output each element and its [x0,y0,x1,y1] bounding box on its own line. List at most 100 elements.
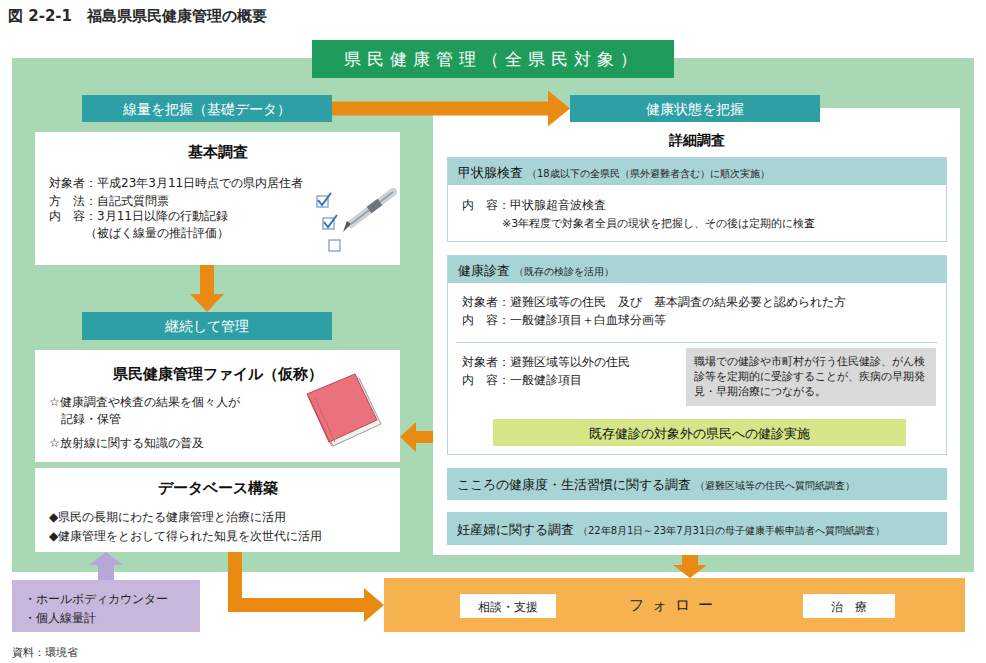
arrow-shaft [98,565,114,580]
box-heading: こころの健康度・生活習慣に関する調査 [457,477,691,492]
title-slot: 図 2-2-1 福島県県民健康管理の概要 [8,6,608,26]
survey-box: 健康診査（既存の検診を活用） 対象者：避難区域等の住民 及び 基本調査の結果必要と… [447,255,947,455]
body-text: 対象者：平成23年3月11日時点での県内居住者 [49,176,303,190]
box-heading: 県民健康管理ファイル（仮称） [113,365,323,383]
text-slot: ・ホールボディカウンター [24,588,194,607]
text-slot: ☆健康調査や検査の結果を個々人が 記録・保管 [49,394,264,428]
file-box: 県民健康管理ファイル（仮称） ☆健康調査や検査の結果を個々人が 記録・保管 ☆放射線… [35,350,400,462]
separator-line [456,342,938,343]
text-slot: 県民健康管理（全県民対象） [312,40,674,78]
body-text: ◆県民の長期にわたる健康管理と治療に活用 [49,510,286,524]
box-label: 既存健診の対象外の県民への健診実施 [589,426,810,441]
device-box: ・ホールボディカウンター・個人線量計 [12,580,200,632]
text-slot: 対象者：避難区域等以外の住民 [462,351,682,370]
arrow-head [190,294,224,312]
arrow-head [400,422,416,452]
survey-box: 甲状腺検査 （18歳以下の全県民（県外避難者含む）に順次実施） 内 容：甲状腺超音波… [447,157,947,242]
arrow-shaft [416,431,433,443]
text-slot: ◆県民の長期にわたる健康管理と治療に活用 [49,506,394,525]
text-slot: 甲状腺検査 （18歳以下の全県民（県外避難者含む）に順次実施） [448,158,946,185]
outer-panel: 県民健康管理（全県民対象）線量を把握（基礎データ）基本調査対象者：平成23年3月… [12,58,974,572]
text-slot: 基本調査 [35,142,400,162]
box-label: 相談・支援 [478,600,538,614]
caption-slot: 資料：環境省 [12,641,312,660]
text-slot: 健康診査（既存の検診を活用） [448,256,946,283]
text-slot: 既存健診の対象外の県民への健診実施 [493,419,906,447]
flow-arrow [673,555,707,578]
box-heading: 妊産婦に関する調査 [457,522,574,537]
body-text: 内 容：甲状腺超音波検査 [462,198,606,212]
body-text: 方 法：自記式質問票 [49,194,169,208]
detail-panel: 詳細調査甲状腺検査 （18歳以下の全県民（県外避難者含む）に順次実施） 内 容：甲状… [433,108,960,555]
body-text: ※3年程度で対象者全員の現状を把握し、その後は定期的に検査 [502,217,815,230]
text-slot: 相談・支援 [460,594,556,619]
box-note: （22年8月1日～23年7月31日の母子健康手帳申請者へ質問紙調査） [578,525,885,536]
body-text: 内 容：一般健診項目 [462,373,582,387]
text-slot: 内 容：甲状腺超音波検査 [462,194,942,213]
arrow-shaft [235,552,364,605]
note-text: 職場での健診や市町村が行う住民健診、がん検診等を定期的に受診することが、疾病の早… [694,354,928,399]
bar-label: フォロー [629,596,721,614]
text-slot: 健康状態を把握 [570,95,820,123]
body-text: ☆放射線に関する知識の普及 [49,436,204,450]
text-slot: ※3年程度で対象者全員の現状を把握し、その後は定期的に検査 [502,212,942,232]
arrow-shaft [332,102,548,116]
section-band: 健康状態を把握 [570,95,820,122]
header-label: 県民健康管理（全県民対象） [344,49,643,69]
text-slot: 詳細調査 [433,130,960,150]
body-text: ・個人線量計 [24,611,96,625]
body-text: 対象者：避難区域等の住民 及び 基本調査の結果必要と認められた方 [462,295,846,309]
text-slot: 職場での健診や市町村が行う住民健診、がん検診等を定期的に受診することが、疾病の早… [694,354,928,399]
follow-bar: フォロー 相談・支援 治 療 [384,578,965,632]
band-label: 継続して管理 [165,318,249,334]
database-box: データベース構築 ◆県民の長期にわたる健康管理と治療に活用 ◆健康管理をとおして得ら… [35,468,400,552]
box-heading: 基本調査 [188,143,248,161]
flow-arrow [332,91,570,127]
section-band: 継続して管理 [82,312,332,340]
text-slot: 対象者：平成23年3月11日時点での県内居住者 [49,172,389,191]
figure-caption: 資料：環境省 [12,646,78,659]
flow-arrow [89,552,123,580]
text-slot: 県民健康管理ファイル（仮称） [35,364,400,384]
arrow-head [548,91,570,127]
survey-box: 基本調査対象者：平成23年3月11日時点での県内居住者方 法：自記式質問票内 容… [35,132,400,265]
text-slot: 対象者：避難区域等の住民 及び 基本調査の結果必要と認められた方 [462,291,942,310]
text-slot: 治 療 [803,594,895,619]
arrow-head [364,588,384,622]
text-slot: 線量を把握（基礎データ） [82,95,332,123]
text-slot: 継続して管理 [82,312,332,340]
text-slot: 妊産婦に関する調査 （22年8月1日～23年7月31日の母子健康手帳申請者へ質問紙… [457,512,937,547]
box-note: （避難区域等の住民へ質問紙調査） [695,480,855,491]
box-note: （既存の検診を活用） [514,266,614,277]
figure-title: 図 2-2-1 福島県県民健康管理の概要 [8,7,267,25]
box-heading: データベース構築 [158,479,278,497]
box-label: 治 療 [831,600,867,614]
body-text: ◆健康管理をとおして得られた知見を次世代に活用 [49,529,322,543]
action-box: 既存健診の対象外の県民への健診実施 [493,419,906,446]
text-slot: ☆放射線に関する知識の普及 [49,432,289,451]
text-slot: 方 法：自記式質問票 [49,190,389,209]
text-slot: ◆健康管理をとおして得られた知見を次世代に活用 [49,525,394,544]
follow-item: 治 療 [803,594,895,618]
band-label: 健康状態を把握 [646,101,744,117]
note-box: 職場での健診や市町村が行う住民健診、がん検診等を定期的に受診することが、疾病の早… [686,348,936,406]
flow-arrow [400,422,433,452]
pen-checklist-illustration [285,188,397,264]
body-text: ☆健康調査や検査の結果を個々人が 記録・保管 [49,394,264,428]
follow-item: 相談・支援 [460,594,556,618]
flow-arrow [190,265,224,312]
survey-band: 妊産婦に関する調査 （22年8月1日～23年7月31日の母子健康手帳申請者へ質問紙… [447,512,947,545]
panel-heading: 詳細調査 [669,132,725,148]
body-text: 対象者：避難区域等以外の住民 [462,355,630,369]
body-text: ・ホールボディカウンター [24,592,168,606]
arrow-shaft [200,265,214,294]
arrow-head [89,552,123,565]
box-heading: 甲状腺検査 [458,165,523,180]
text-slot: ・個人線量計 [24,607,194,626]
box-note: （18歳以下の全県民（県外避難者含む）に順次実施） [527,168,770,179]
arrow-head [673,565,707,578]
arrow-shaft [682,555,698,565]
text-slot: データベース構築 [35,478,400,498]
